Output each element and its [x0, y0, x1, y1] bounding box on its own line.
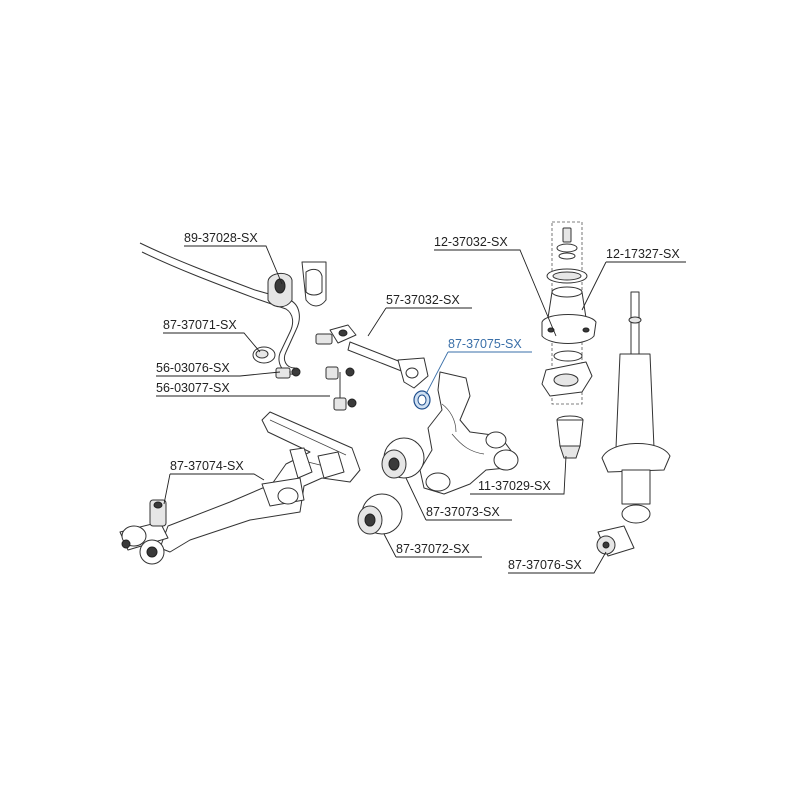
knuckle-bushing: [413, 390, 431, 410]
label-bump-stop: 11-37029-SX: [478, 479, 551, 493]
stabilizer-clamp: [267, 273, 293, 308]
label-end-link-upper: 56-03076-SX: [156, 361, 230, 375]
arm-bushing-front: [381, 437, 425, 479]
part-labels: 89-37028-SX 87-37071-SX 56-03076-SX 56-0…: [156, 231, 680, 572]
end-link-upper: [275, 367, 301, 379]
bump-stop: [556, 415, 584, 459]
label-end-link-lower: 56-03077-SX: [156, 381, 230, 395]
shock-absorber: [601, 291, 671, 524]
shock-bushing: [596, 525, 635, 557]
label-knuckle-bushing: 87-37075-SX: [448, 337, 522, 351]
knuckle: [419, 371, 519, 495]
leader-lines: [156, 245, 686, 574]
end-link-lower: [325, 366, 357, 411]
label-control-arm-rod: 57-37032-SX: [386, 293, 460, 307]
label-arm-bushing-rear: 87-37072-SX: [396, 542, 470, 556]
label-top-mount-kit: 12-37032-SX: [434, 235, 508, 249]
arm-bushing-rear: [357, 493, 403, 535]
stabilizer-bar: [139, 242, 300, 375]
label-strut-mount: 12-17327-SX: [606, 247, 680, 261]
label-shock-bushing: 87-37076-SX: [508, 558, 582, 572]
stabilizer-bracket: [301, 261, 327, 307]
control-arm-rod: [315, 324, 429, 389]
label-lower-arm: 87-37074-SX: [170, 459, 244, 473]
label-stabilizer-bracket: 89-37028-SX: [184, 231, 258, 245]
label-stabilizer-bushing: 87-37071-SX: [163, 318, 237, 332]
lower-arm: [119, 411, 361, 565]
stabilizer-bushing: [252, 346, 276, 364]
label-arm-bushing-front: 87-37073-SX: [426, 505, 500, 519]
strut-mount: [541, 286, 597, 397]
